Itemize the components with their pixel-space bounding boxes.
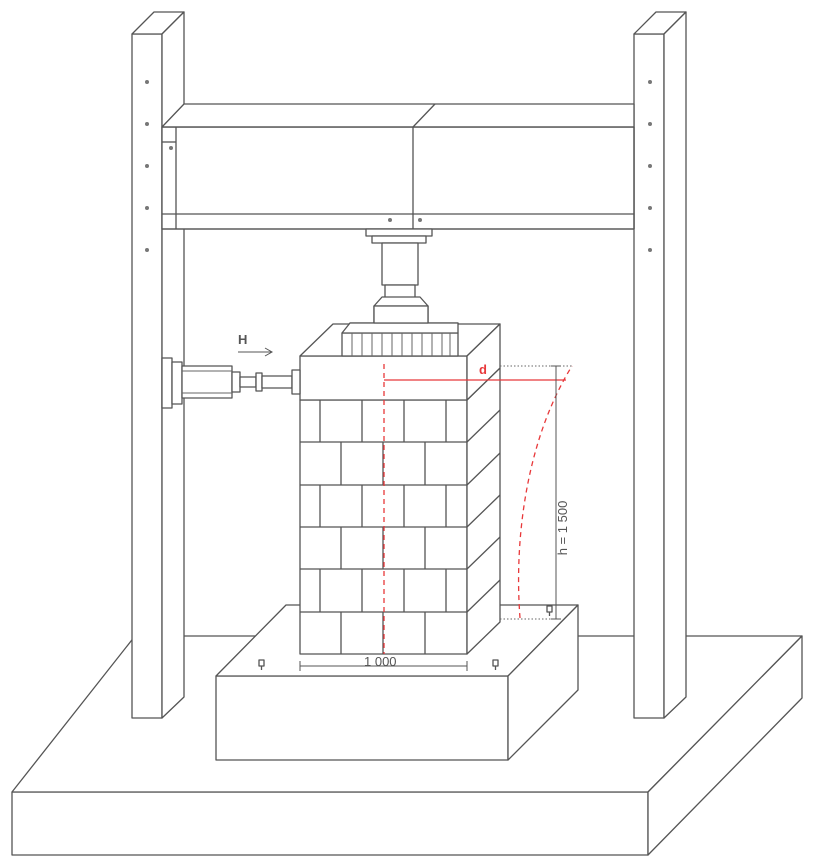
bolt-icon — [258, 605, 553, 670]
displacement-label: d — [479, 362, 487, 377]
force-label: H — [238, 332, 247, 347]
width-dimension — [299, 661, 468, 671]
masonry-wall — [299, 367, 501, 655]
height-label: h = 1 500 — [555, 501, 570, 556]
actuator-icon — [161, 357, 301, 409]
cross-beam — [161, 103, 635, 230]
width-label: 1 000 — [364, 654, 397, 669]
arrow-right-icon — [238, 347, 274, 357]
height-dimension — [500, 365, 572, 620]
base-slab — [11, 635, 803, 856]
deformed-shape — [517, 365, 573, 619]
right-column — [633, 11, 687, 719]
load-plate-front — [341, 305, 459, 357]
